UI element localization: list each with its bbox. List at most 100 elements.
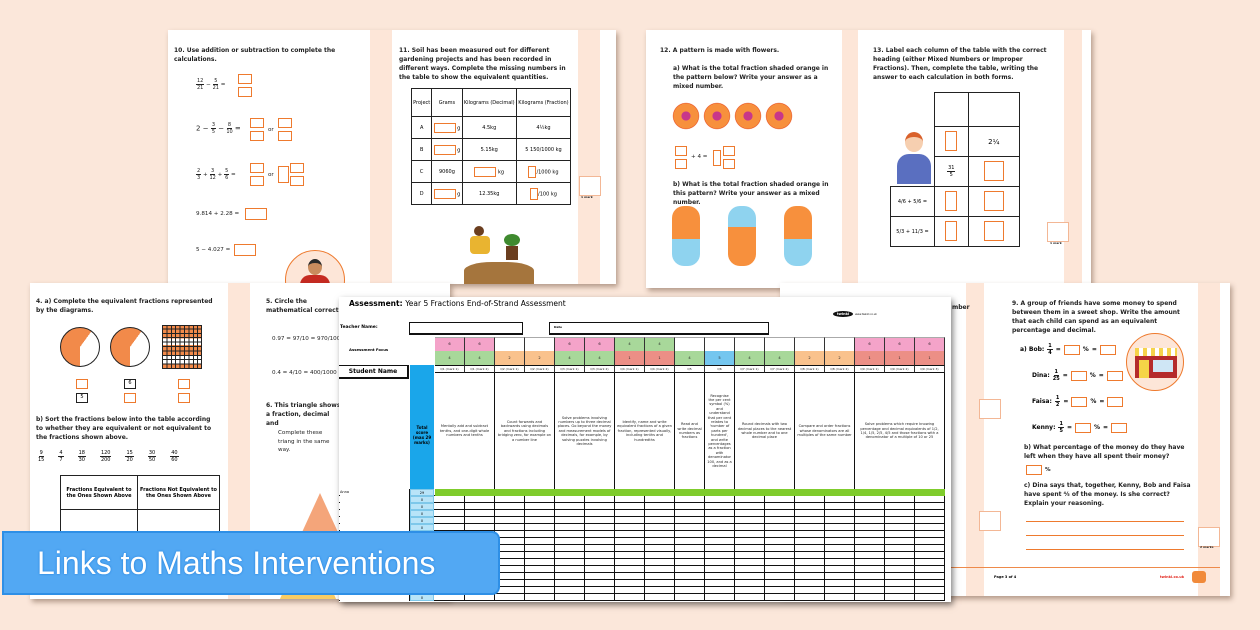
percent-input[interactable] (1070, 370, 1087, 381)
student-name-header: Student Name (339, 365, 409, 379)
grams-input[interactable] (433, 144, 456, 155)
percent-input[interactable] (1074, 422, 1091, 433)
focus-cell-bottom: 1 (645, 351, 675, 365)
focus-cell-top (525, 337, 555, 351)
answer-box[interactable] (76, 379, 88, 389)
answer-box[interactable] (245, 208, 267, 220)
answer-box[interactable] (250, 118, 264, 128)
decimal-input[interactable] (474, 166, 497, 177)
answer-box[interactable] (178, 379, 190, 389)
decimal-input[interactable] (1111, 422, 1128, 433)
teacher-name-input[interactable] (409, 322, 523, 335)
column-heading-input[interactable] (967, 92, 1021, 127)
focus-cell-bottom: 5 (705, 351, 735, 365)
marks-box[interactable] (579, 176, 601, 196)
score-cells (435, 552, 945, 559)
links-to-interventions-banner[interactable]: Links to Maths Interventions (2, 531, 500, 595)
girl-thinking-illustration (893, 130, 935, 186)
decimal-input[interactable] (1099, 344, 1116, 355)
percent-input[interactable] (1071, 396, 1088, 407)
site-link[interactable]: twinkl.co.uk (1160, 575, 1185, 579)
focus-cell-top: 6 (885, 337, 915, 351)
focus-cell-top: 6 (435, 337, 465, 351)
answer-line[interactable] (1026, 521, 1184, 522)
question-column-header: Q9 (mark 3) (915, 365, 945, 373)
answer-box[interactable] (983, 220, 1004, 241)
answer-box[interactable] (675, 146, 687, 156)
answer-box[interactable] (238, 87, 252, 97)
answer-box[interactable] (675, 159, 687, 169)
focus-cell-top (705, 337, 735, 351)
answer-box[interactable] (723, 159, 735, 169)
answer-box[interactable] (945, 220, 958, 241)
answer-box[interactable] (290, 163, 304, 173)
answer-line[interactable] (1026, 535, 1184, 536)
answer-box[interactable] (290, 176, 304, 186)
answer-box[interactable] (278, 118, 292, 128)
date-input[interactable] (549, 322, 769, 335)
focus-cell-bottom: 2 (525, 351, 555, 365)
answer-box[interactable] (124, 393, 136, 403)
teacher-name-label: Teacher Name: (340, 325, 378, 330)
answer-box[interactable] (278, 166, 289, 183)
q9c-prompt: c) Dina says that, together, Kenny, Bob … (1024, 482, 1191, 507)
total-score-cell: 0 (410, 517, 434, 524)
percent-input[interactable] (1063, 344, 1080, 355)
question-column-header: Q2 (mark 1) (495, 365, 525, 373)
q5-equation: 0.97 = 97/10 = 970/100 (272, 336, 341, 342)
or-label: or (268, 172, 274, 178)
decimal-input[interactable] (1107, 396, 1124, 407)
q6-subtitle: Complete these triang in the same way. (278, 430, 330, 453)
answer-box[interactable] (723, 146, 735, 156)
focus-cell-top: 6 (585, 337, 615, 351)
marks-box[interactable] (1047, 222, 1069, 242)
fraction-input[interactable] (528, 165, 537, 178)
table-row: D g 12.35kg /100 kg (410, 182, 572, 205)
margin-stripe (578, 30, 600, 284)
answer-box[interactable] (238, 74, 252, 84)
answer-box[interactable] (945, 130, 958, 151)
fraction-input[interactable] (530, 187, 539, 200)
answer-box[interactable] (278, 131, 292, 141)
q6-title: 6. This triangle shows a fraction, decim… (266, 402, 341, 427)
answer-box[interactable] (983, 160, 1004, 181)
answer-line[interactable] (1026, 549, 1184, 550)
answer-box[interactable] (713, 150, 721, 166)
grams-input[interactable] (433, 122, 456, 133)
answer-box[interactable] (945, 190, 958, 211)
q11-title: 11. Soil has been measured out for diffe… (399, 47, 566, 81)
marks-box[interactable] (979, 399, 1001, 419)
focus-cell-bottom: 2 (495, 351, 525, 365)
learning-objective: Solve problems involving numbers up to t… (555, 373, 615, 489)
focus-cell-bottom: 2 (825, 351, 855, 365)
grams-input[interactable] (433, 188, 456, 199)
student-name-cell (340, 594, 410, 601)
answer-box[interactable] (983, 190, 1004, 211)
table-row: 0 (339, 524, 945, 531)
column-heading-input[interactable] (934, 92, 969, 127)
student-name-cell (340, 517, 410, 524)
marks-box[interactable] (1198, 527, 1220, 547)
answer-box[interactable] (178, 393, 190, 403)
focus-cell-bottom: 4 (555, 351, 585, 365)
answer-box[interactable] (250, 131, 264, 141)
percent-sign: % (1045, 467, 1051, 473)
pie-diagram-10ths (110, 327, 150, 367)
answer-box[interactable] (250, 163, 264, 173)
percent-input[interactable] (1026, 465, 1042, 475)
marks-box[interactable] (979, 511, 1001, 531)
answer-box[interactable] (234, 244, 256, 256)
focus-cell-bottom: 4 (765, 351, 795, 365)
focus-cell-top (795, 337, 825, 351)
decimal-input[interactable] (1106, 370, 1123, 381)
q5-title: 5. Circle the mathematical correct equiv… (266, 298, 339, 314)
flower (765, 102, 793, 130)
learning-objective: Count forwards and backwards using decim… (495, 373, 555, 489)
answer-box[interactable] (250, 176, 264, 186)
question-column-header: Q1 (mark 1) (435, 365, 465, 373)
